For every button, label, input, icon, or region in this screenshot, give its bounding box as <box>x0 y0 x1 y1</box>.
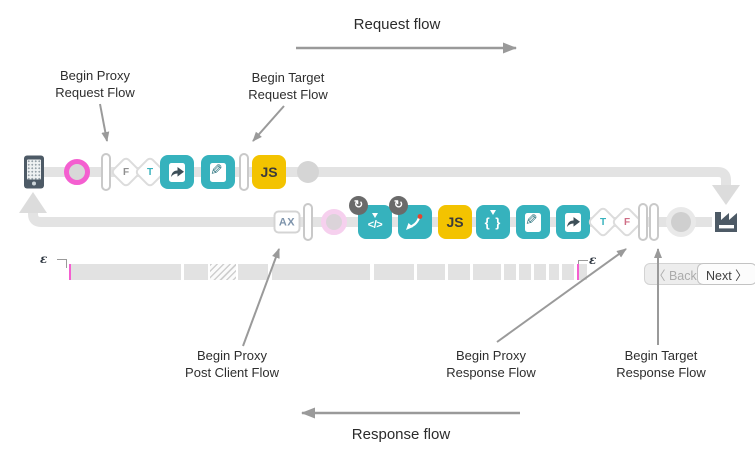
target-factory-icon[interactable] <box>711 206 741 238</box>
label-begin-target-request-flow: Begin Target Request Flow <box>248 70 327 104</box>
label-line: Post Client Flow <box>185 364 279 380</box>
javascript-label: JS <box>446 214 464 230</box>
braces-label: { } <box>484 214 502 230</box>
timeline-segment <box>473 264 501 280</box>
diamond-letter: F <box>122 166 130 178</box>
share-arrow-icon <box>567 217 580 227</box>
label-line: Response Flow <box>446 364 536 380</box>
json-policy-icon[interactable]: { } <box>476 205 510 239</box>
assign-message-policy-icon[interactable]: ✎ <box>201 155 235 189</box>
epsilon-marker-right: ε <box>589 253 597 267</box>
timeline-segment <box>272 264 370 280</box>
flow-marker-begin-target-request[interactable] <box>239 153 249 191</box>
flow-marker-begin-proxy-post-client[interactable] <box>303 203 313 241</box>
request-flow-title: Request flow <box>353 16 441 33</box>
flow-marker-begin-proxy-response[interactable] <box>638 203 648 241</box>
label-line: Begin Proxy <box>59 68 131 83</box>
assign-message-policy-icon[interactable]: ✎ <box>516 205 550 239</box>
diamond-letter: F <box>623 216 631 228</box>
timeline-segment <box>504 264 516 280</box>
refresh-badge-icon: ↻ <box>389 196 408 215</box>
down-arrow-icon <box>490 210 496 215</box>
timeline-segment <box>549 264 559 280</box>
next-button[interactable]: Next 〉 <box>697 263 755 285</box>
proxy-endpoint-ring[interactable] <box>64 159 90 185</box>
label-line: Response Flow <box>616 364 706 380</box>
label-line: Request Flow <box>248 86 328 102</box>
share-arrow-icon <box>171 167 184 177</box>
factory-shape <box>715 212 737 232</box>
label-line: Begin Proxy <box>455 348 527 363</box>
label-begin-target-response-flow: Begin Target Response Flow <box>616 348 706 382</box>
flow-marker-begin-target-response[interactable] <box>649 203 659 241</box>
analytics-ax-box[interactable]: AX <box>273 210 301 234</box>
timeline-segment <box>417 264 445 280</box>
route-arrow-icon <box>406 214 423 230</box>
timeline-bracket-left <box>57 259 67 268</box>
down-arrow-icon <box>372 213 378 218</box>
client-phone-icon[interactable] <box>24 155 44 189</box>
back-button[interactable]: 〈 Back <box>644 263 706 285</box>
timeline-segment <box>448 264 470 280</box>
message-dot[interactable] <box>671 212 691 232</box>
pencil-icon: ✎ <box>525 212 538 229</box>
javascript-label: JS <box>260 164 278 180</box>
code-label: </> <box>367 219 383 231</box>
arrow-begin-proxy-response <box>496 248 627 343</box>
callout-policy-icon[interactable] <box>160 155 194 189</box>
route-policy-icon[interactable]: ↻ <box>389 196 432 239</box>
label-line: Begin Proxy <box>196 348 268 363</box>
timeline-segment <box>69 264 71 280</box>
label-line: Begin Target <box>251 70 325 85</box>
timeline-segment <box>562 264 574 280</box>
pencil-icon: ✎ <box>210 162 223 179</box>
label-begin-proxy-response-flow: Begin Proxy Response Flow <box>446 348 536 382</box>
timeline-segment <box>71 264 181 280</box>
callout-policy-icon[interactable] <box>556 205 590 239</box>
response-track-arrowhead-icon <box>19 192 47 213</box>
timeline-segment <box>374 264 414 280</box>
arrow-begin-target-request <box>252 105 285 142</box>
request-endpoint-dot[interactable] <box>297 161 319 183</box>
response-flow-title: Response flow <box>351 426 451 443</box>
diamond-letter: T <box>599 216 607 228</box>
request-track-arrowhead-icon <box>712 185 740 205</box>
timeline-segment <box>579 264 587 280</box>
extract-variables-policy-icon[interactable]: </> ↻ <box>349 196 392 239</box>
elapsed-time-bar <box>69 264 587 280</box>
javascript-policy-icon[interactable]: JS <box>438 205 472 239</box>
epsilon-marker-left: ε <box>40 252 48 266</box>
javascript-policy-icon[interactable]: JS <box>252 155 286 189</box>
label-line: Begin Target <box>624 348 698 363</box>
client-endpoint-ring[interactable] <box>321 209 347 235</box>
refresh-badge-icon: ↻ <box>349 196 368 215</box>
timeline-segment <box>184 264 208 280</box>
label-begin-proxy-request-flow: Begin Proxy Request Flow <box>55 68 134 102</box>
arrow-begin-proxy-request <box>99 103 110 142</box>
flow-marker-begin-proxy-request[interactable] <box>101 153 111 191</box>
timeline-segment <box>238 264 268 280</box>
timeline-segment <box>519 264 531 280</box>
label-begin-proxy-post-client-flow: Begin Proxy Post Client Flow <box>185 348 279 382</box>
diamond-letter: T <box>146 166 154 178</box>
label-line: Request Flow <box>55 84 135 100</box>
timeline-segment <box>534 264 546 280</box>
timeline-segment <box>210 264 236 280</box>
